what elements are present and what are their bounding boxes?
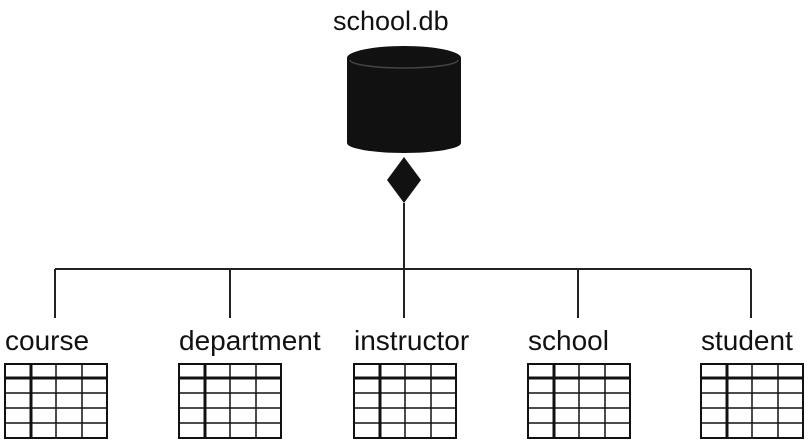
composition-diamond-icon	[387, 157, 421, 203]
table-label-school: school	[528, 325, 609, 356]
table-label-student: student	[701, 325, 793, 356]
table-grid-icon	[700, 363, 804, 439]
table-grid-icon	[4, 363, 108, 439]
table-label-instructor: instructor	[354, 325, 470, 356]
table-grid-icon	[527, 363, 631, 439]
table-label-department: department	[179, 325, 321, 356]
table-grid-icon	[353, 363, 457, 439]
database-name: school.db	[333, 6, 449, 36]
database-cylinder-icon	[347, 46, 461, 153]
connector-lines	[54, 203, 752, 318]
table-grid-icon	[178, 363, 282, 439]
table-label-course: course	[5, 325, 90, 356]
